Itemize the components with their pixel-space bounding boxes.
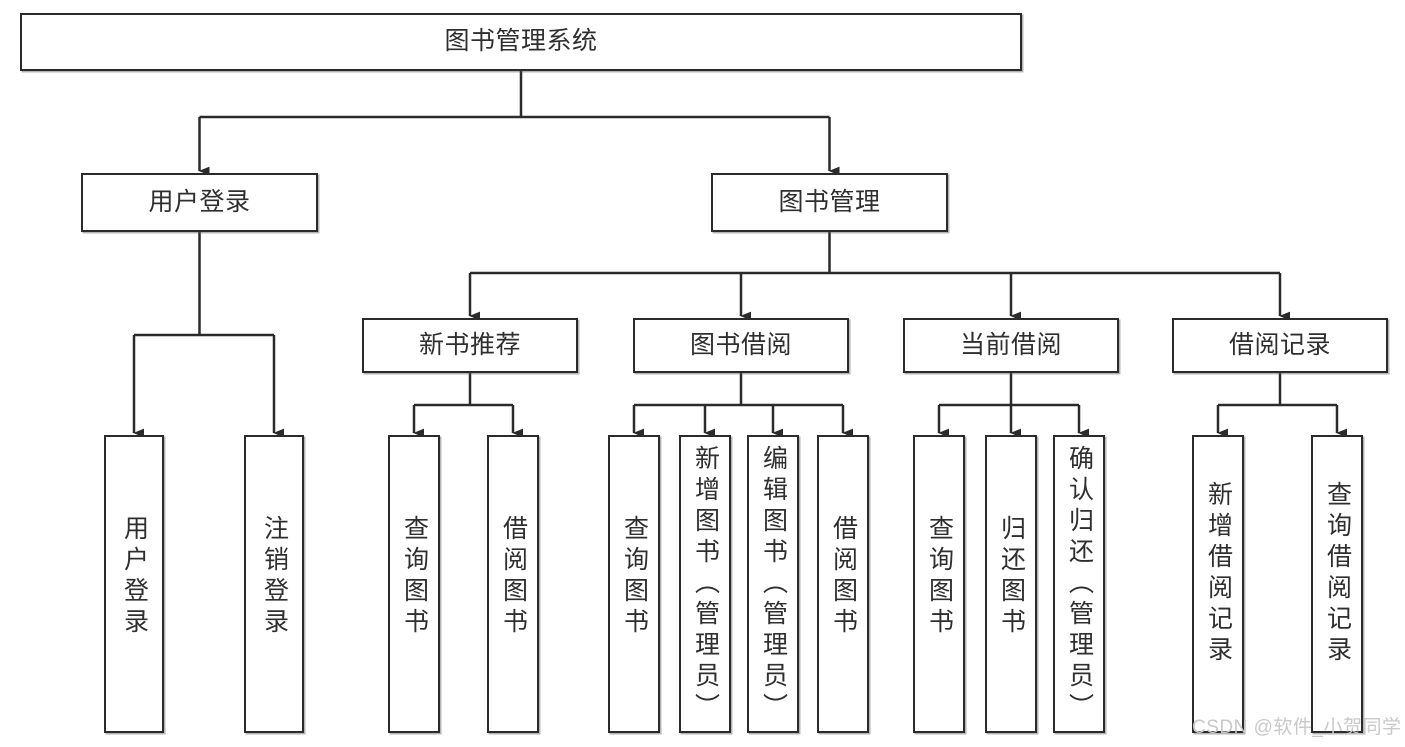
node-leaf-add-borrow-record[interactable]: 新增借阅记录 — [1192, 435, 1244, 733]
node-leaf-logout[interactable]: 注销登录 — [244, 435, 304, 733]
node-user-login[interactable]: 用户登录 — [81, 173, 318, 232]
node-book-borrow[interactable]: 图书借阅 — [633, 318, 849, 373]
node-leaf-borrow-book-2[interactable]: 借阅图书 — [817, 435, 869, 733]
node-leaf-user-login[interactable]: 用户登录 — [104, 435, 164, 733]
node-label-leaf-query-borrow-record: 查询借阅记录 — [1323, 481, 1352, 667]
node-label-leaf-query-book-3: 查询图书 — [925, 515, 954, 639]
node-book-manage[interactable]: 图书管理 — [711, 173, 948, 232]
node-leaf-add-book-admin[interactable]: 新增图书（管理员） — [679, 435, 731, 733]
node-root[interactable]: 图书管理系统 — [20, 13, 1022, 71]
node-leaf-query-book-2[interactable]: 查询图书 — [608, 435, 660, 733]
node-label-user-login: 用户登录 — [148, 187, 251, 216]
node-label-current-borrow: 当前借阅 — [959, 330, 1062, 359]
node-leaf-query-borrow-record[interactable]: 查询借阅记录 — [1311, 435, 1363, 733]
node-label-leaf-logout: 注销登录 — [260, 515, 289, 639]
node-label-book-manage: 图书管理 — [778, 187, 881, 216]
node-label-new-book-recommend: 新书推荐 — [418, 330, 521, 359]
node-borrow-record[interactable]: 借阅记录 — [1172, 318, 1388, 373]
node-label-book-borrow: 图书借阅 — [689, 330, 792, 359]
node-label-leaf-return-book: 归还图书 — [997, 515, 1026, 639]
node-leaf-return-book[interactable]: 归还图书 — [985, 435, 1037, 733]
node-label-leaf-add-book-admin: 新增图书（管理员） — [691, 445, 720, 724]
node-label-leaf-user-login: 用户登录 — [120, 515, 149, 639]
node-label-leaf-query-book-1: 查询图书 — [400, 515, 429, 639]
node-current-borrow[interactable]: 当前借阅 — [903, 318, 1119, 373]
node-label-leaf-add-borrow-record: 新增借阅记录 — [1204, 481, 1233, 667]
connector-lines — [132, 71, 1348, 438]
node-label-leaf-edit-book-admin: 编辑图书（管理员） — [759, 445, 788, 724]
node-label-leaf-query-book-2: 查询图书 — [620, 515, 649, 639]
node-label-leaf-confirm-return-admin: 确认归还（管理员） — [1065, 445, 1094, 724]
node-label-leaf-borrow-book-2: 借阅图书 — [829, 515, 858, 639]
node-leaf-confirm-return-admin[interactable]: 确认归还（管理员） — [1053, 435, 1105, 733]
node-leaf-query-book-3[interactable]: 查询图书 — [913, 435, 965, 733]
node-label-root: 图书管理系统 — [444, 27, 598, 56]
node-new-book-recommend[interactable]: 新书推荐 — [362, 318, 578, 373]
node-leaf-borrow-book-1[interactable]: 借阅图书 — [487, 435, 539, 733]
node-label-borrow-record: 借阅记录 — [1228, 330, 1331, 359]
node-leaf-edit-book-admin[interactable]: 编辑图书（管理员） — [747, 435, 799, 733]
node-leaf-query-book-1[interactable]: 查询图书 — [388, 435, 440, 733]
node-label-leaf-borrow-book-1: 借阅图书 — [499, 515, 528, 639]
